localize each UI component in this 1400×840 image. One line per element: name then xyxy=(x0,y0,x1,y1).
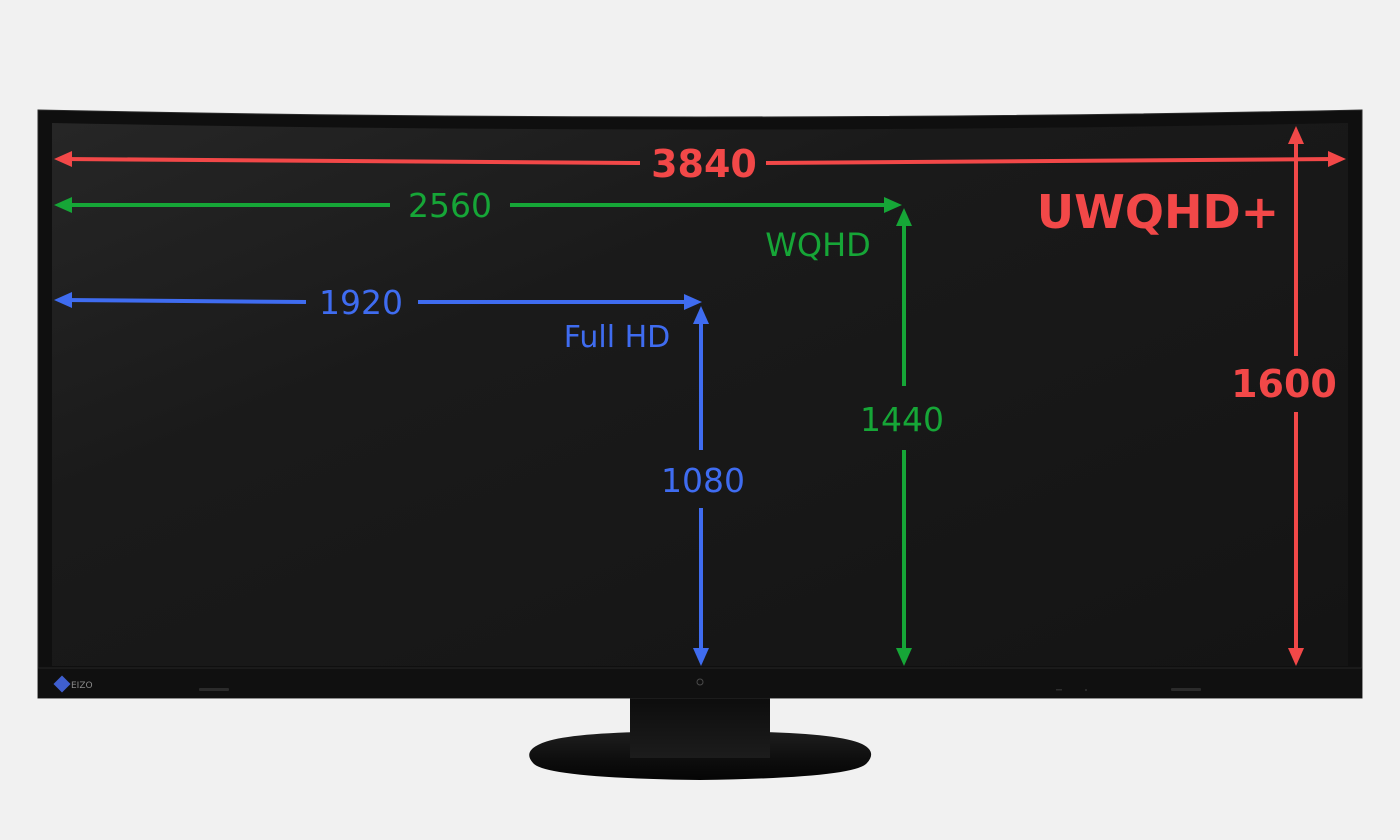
uwqhd-plus-height-label: 1600 xyxy=(1231,362,1337,406)
speaker-slot-left xyxy=(199,688,229,691)
uwqhd-plus-annotation: 3840 1600 UWQHD+ xyxy=(54,126,1346,666)
wqhd-width-arrow xyxy=(54,197,902,213)
wqhd-width-label: 2560 xyxy=(408,186,492,225)
full-hd-width-label: 1920 xyxy=(319,283,403,322)
speaker-slot-right xyxy=(1171,688,1201,691)
eizo-logo: EIZO xyxy=(53,675,93,693)
full-hd-annotation: 1920 1080 Full HD xyxy=(54,283,745,666)
wqhd-height-label: 1440 xyxy=(860,400,944,439)
uwqhd-plus-width-arrow xyxy=(54,151,1346,167)
full-hd-width-arrow xyxy=(54,292,702,310)
stand-neck xyxy=(630,694,770,758)
wqhd-annotation: 2560 1440 WQHD xyxy=(54,186,944,666)
bottom-bezel xyxy=(38,668,1362,698)
uwqhd-plus-height-arrow xyxy=(1288,126,1304,666)
full-hd-height-arrow xyxy=(693,306,709,666)
sensor-indicator xyxy=(1056,689,1062,691)
wqhd-height-arrow xyxy=(896,208,912,666)
wqhd-name-label: WQHD xyxy=(765,226,871,264)
uwqhd-plus-width-label: 3840 xyxy=(651,142,757,186)
full-hd-name-label: Full HD xyxy=(564,320,671,355)
led-indicator xyxy=(1085,689,1087,691)
power-button[interactable] xyxy=(696,678,704,686)
uwqhd-plus-name-label: UWQHD+ xyxy=(1037,185,1279,239)
eizo-logo-icon xyxy=(53,675,71,693)
eizo-logo-text: EIZO xyxy=(71,681,93,691)
full-hd-height-label: 1080 xyxy=(661,461,745,500)
